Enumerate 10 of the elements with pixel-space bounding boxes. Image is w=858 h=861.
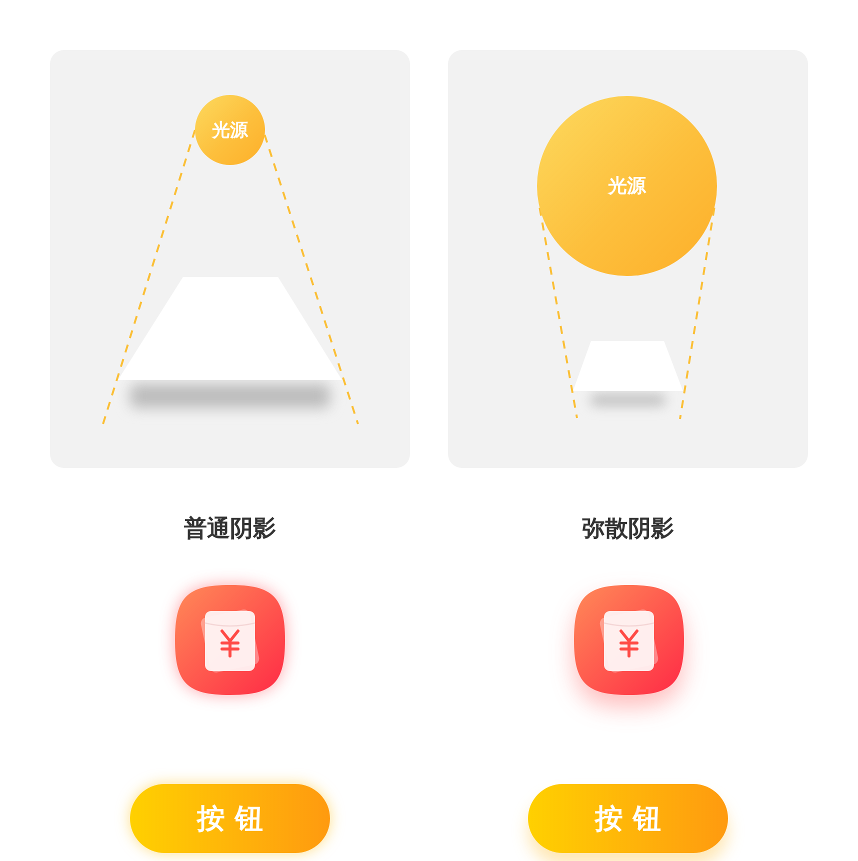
caption-text: 弥散阴影 [582, 515, 674, 544]
light-ray-line [538, 208, 578, 418]
circle-label: 光源 [212, 119, 248, 142]
circle-label: 光源 [608, 174, 646, 199]
light-ray-line [679, 208, 716, 420]
light-ray-line [102, 130, 196, 424]
light-ray-line [264, 134, 359, 424]
gradient-button: 按 钮 [130, 784, 330, 853]
gradient-button: 按 钮 [528, 784, 728, 853]
caption-text: 普通阴影 [184, 514, 276, 544]
